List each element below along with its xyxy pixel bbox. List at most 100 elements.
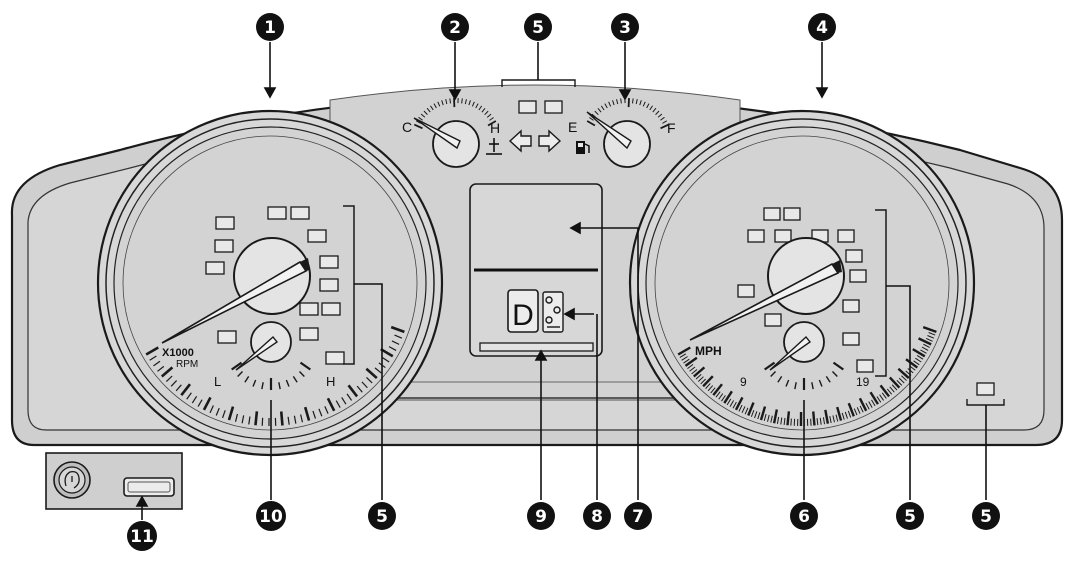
gauge-tick — [170, 380, 178, 387]
turn-right-arrow-icon — [538, 129, 562, 153]
gauge-tick — [702, 375, 714, 388]
gauge-tick — [597, 108, 602, 113]
oil-gauge-low: L — [214, 374, 221, 389]
gauge-tick — [180, 383, 192, 396]
gauge-tick — [925, 337, 933, 342]
tach-unit-line2: RPM — [176, 359, 198, 370]
gauge-tick — [471, 101, 475, 107]
gauge-tick — [278, 382, 281, 390]
gauge-tick — [832, 415, 835, 423]
gauge-tick — [285, 379, 290, 387]
fuel-gauge: E F — [568, 98, 676, 168]
oil-pressure-gauge: L H — [214, 321, 335, 390]
gauge-tick — [486, 113, 492, 118]
gauge-tick — [292, 376, 298, 383]
gauge-tick — [415, 120, 421, 124]
gauge-tick — [729, 400, 735, 407]
callout-badge-7: 7 — [624, 502, 652, 530]
gauge-tick — [430, 105, 434, 111]
gauge-tick — [923, 343, 930, 348]
speedometer: MPH 9 19 — [628, 109, 976, 457]
gauge-tick — [897, 367, 910, 379]
gauge-tick — [441, 100, 444, 106]
temperature-gauge: C H — [402, 98, 502, 168]
gauge-tick — [347, 384, 359, 398]
gauge-tick — [889, 386, 895, 393]
gauge-tick — [252, 379, 257, 387]
gauge-tick — [822, 417, 826, 425]
gauge-tick — [461, 98, 463, 104]
gauge-tick — [279, 411, 284, 426]
gauge-tick — [777, 376, 783, 383]
gauge-tick — [318, 408, 323, 417]
gauge-tick — [326, 397, 336, 412]
gauge-tick — [721, 395, 726, 402]
callout-badges: 1 2 3 5 4 10 5 9 8 7 6 5 5 11 — [127, 13, 1000, 551]
callout-badge-11: 11 — [127, 521, 157, 551]
gauge-tick — [747, 402, 755, 416]
gauge-tick — [691, 369, 698, 375]
svg-text:5: 5 — [532, 18, 544, 38]
gauge-tick — [468, 100, 471, 106]
tach-warning-lights — [205, 206, 345, 365]
svg-text:4: 4 — [816, 18, 828, 38]
gauge-tick — [594, 110, 599, 116]
gauge-tick — [888, 376, 901, 389]
gauge-tick — [186, 392, 192, 400]
gauge-tick — [794, 382, 797, 390]
callout-badge-5-top: 5 — [524, 13, 552, 41]
gauge-tick — [616, 99, 619, 105]
gauge-tick — [786, 411, 791, 426]
gauge-tick — [700, 378, 707, 385]
svg-text:1: 1 — [264, 18, 276, 38]
gauge-tick — [689, 366, 696, 372]
oil-gauge-high: H — [326, 374, 335, 389]
gauge-tick — [920, 349, 927, 354]
gauge-tick — [896, 380, 903, 386]
fuel-gauge-high: F — [667, 120, 676, 136]
gauge-tick — [917, 337, 932, 346]
gauge-tick — [652, 107, 657, 113]
gauge-tick — [712, 383, 723, 396]
speedo-warning-lights — [737, 207, 874, 373]
gauge-tick — [718, 393, 724, 400]
gauge-tick — [913, 360, 920, 366]
gauge-tick — [356, 385, 363, 393]
gauge-tick — [905, 358, 919, 369]
gauge-tick — [697, 376, 704, 382]
gauge-tick — [287, 416, 290, 425]
gauge-tick — [879, 384, 891, 398]
gauge-tick — [869, 391, 879, 405]
gauge-tick — [921, 346, 929, 351]
gauge-tick — [871, 399, 876, 407]
gauge-tick — [835, 414, 839, 422]
gauge-tick — [484, 110, 489, 116]
gauge-tick — [818, 379, 823, 387]
gauge-tick — [901, 375, 907, 381]
gauge-tick — [679, 353, 687, 358]
gauge-tick — [481, 108, 486, 113]
gauge-tick — [660, 116, 665, 121]
gauge-tick — [744, 407, 749, 415]
turn-left-arrow-icon — [508, 129, 532, 153]
gauge-tick — [299, 361, 311, 371]
gauge-tick — [420, 113, 426, 118]
callout-badge-2: 2 — [441, 13, 469, 41]
gauge-tick — [759, 406, 767, 421]
gauge-tick — [237, 371, 244, 378]
gauge-tick — [241, 415, 245, 424]
gauge-tick — [261, 382, 264, 390]
gauge-tick — [824, 409, 830, 424]
gauge-tick — [770, 371, 777, 378]
volt-gauge-high: 19 — [856, 375, 870, 389]
right-indicator-box — [976, 382, 995, 396]
gauge-tick — [394, 334, 403, 339]
svg-text:2: 2 — [449, 18, 461, 38]
coolant-temp-icon — [486, 138, 502, 155]
trip-reset-panel — [45, 452, 183, 510]
gauge-tick — [750, 410, 755, 417]
gauge-tick — [475, 103, 479, 109]
gauge-tick — [772, 409, 779, 424]
gauge-tick — [589, 117, 594, 121]
